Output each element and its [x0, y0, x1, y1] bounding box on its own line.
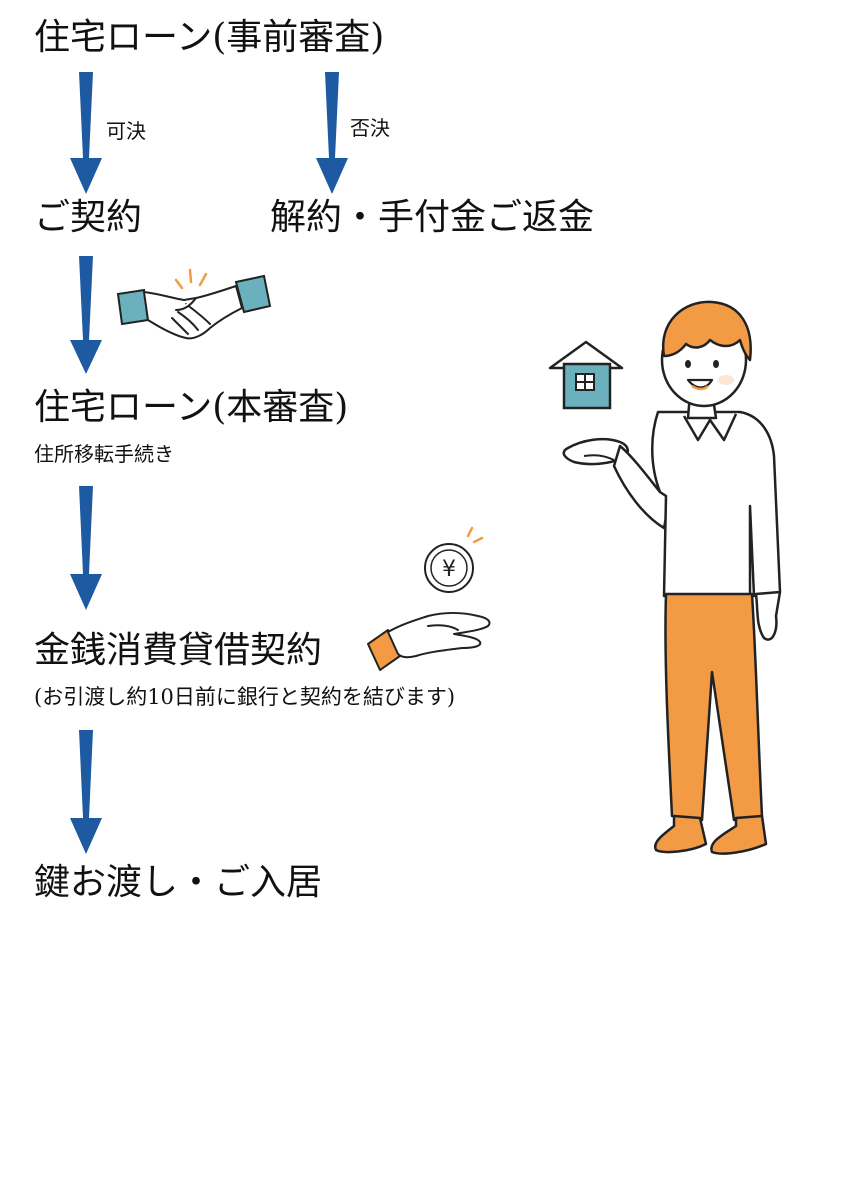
giving-hand-icon — [367, 612, 491, 671]
yen-coin-icon: ¥ — [424, 526, 484, 593]
step-handover: 鍵お渡し・ご入居 — [34, 862, 323, 903]
step-main-review: 住宅ローン(本審査) — [34, 387, 349, 428]
arrow-rejected — [316, 72, 348, 194]
approved-label: 可決 — [106, 119, 146, 143]
house-icon — [548, 340, 624, 410]
person-illustration — [548, 300, 782, 855]
step-loan-contract: 金銭消費貸借契約 — [34, 630, 323, 671]
step-refund: 解約・手付金ご返金 — [270, 197, 595, 238]
step-preliminary-review: 住宅ローン(事前審査) — [34, 17, 385, 58]
yen-symbol: ¥ — [442, 557, 456, 582]
step-contract: ご契約 — [34, 197, 143, 238]
arrow-loan-to-handover — [70, 730, 102, 854]
loan-contract-note: (お引渡し約10日前に銀行と契約を結びます) — [34, 685, 456, 709]
rejected-label: 否決 — [350, 116, 390, 140]
handshake-icon — [116, 268, 272, 340]
arrow-approved — [70, 72, 102, 194]
address-change-note: 住所移転手続き — [34, 442, 174, 466]
arrow-review-to-loan — [70, 486, 102, 610]
arrow-contract-to-review — [70, 256, 102, 374]
